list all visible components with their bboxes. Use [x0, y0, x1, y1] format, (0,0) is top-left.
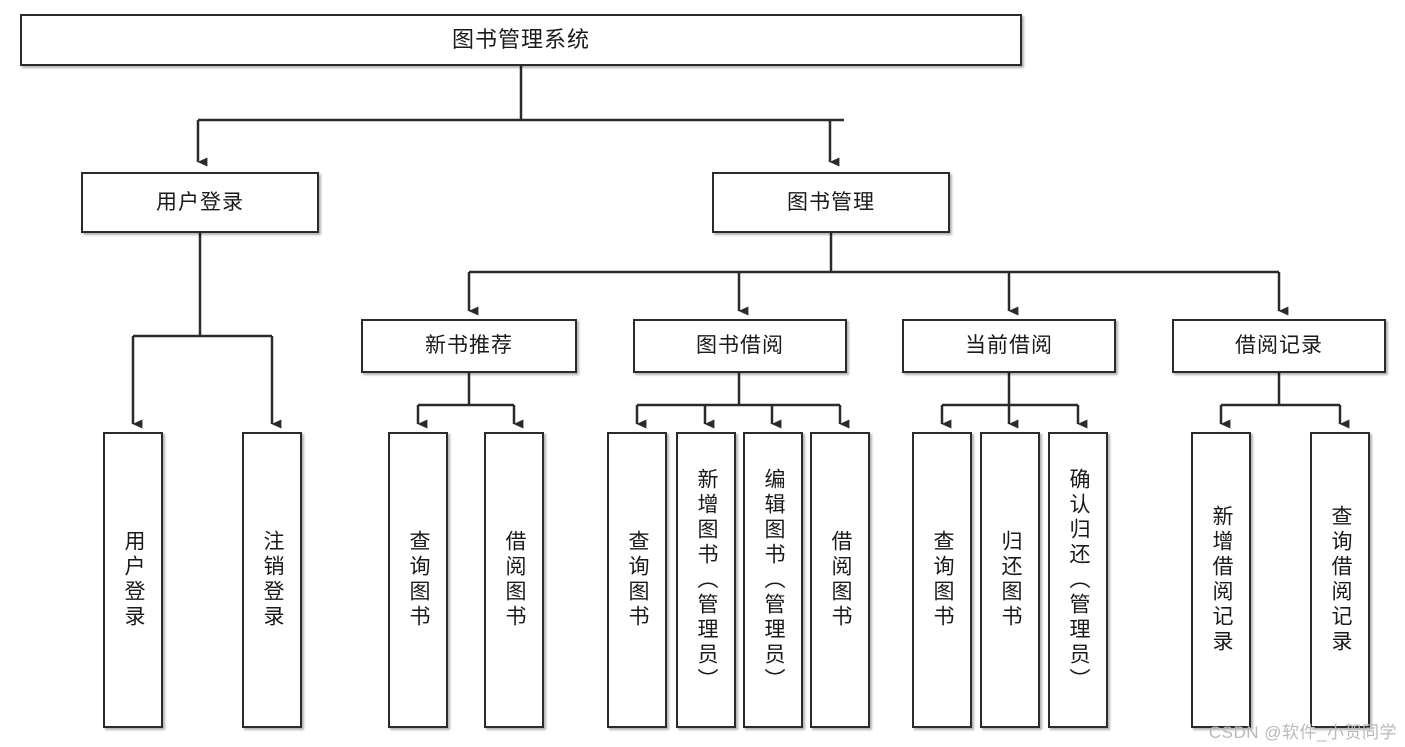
- edges-root-to-level1: [196, 66, 844, 167]
- node-label: 用户登录: [156, 190, 244, 214]
- node-label: 新书推荐: [425, 334, 513, 358]
- edges-bookborrow-to-leaves: [635, 373, 850, 429]
- leaf-node-user-login[interactable]: 用户登录: [103, 432, 163, 728]
- leaf-node-query-books-rec[interactable]: 查询图书: [388, 432, 448, 728]
- leaf-node-query-books-borrow[interactable]: 查询图书: [607, 432, 667, 728]
- node-label: 查询图书: [626, 530, 650, 630]
- node-label: 新增借阅记录: [1210, 505, 1234, 655]
- node-label: 当前借阅: [965, 334, 1053, 358]
- leaf-node-logout[interactable]: 注销登录: [242, 432, 302, 728]
- node-label: 图书借阅: [696, 334, 784, 358]
- node-label: 借阅图书: [503, 530, 527, 630]
- node-label: 确认归还（管理员）: [1067, 467, 1091, 693]
- node-label: 编辑图书（管理员）: [762, 467, 786, 693]
- node-label: 借阅图书: [829, 530, 853, 630]
- leaf-node-add-borrow-record[interactable]: 新增借阅记录: [1191, 432, 1251, 728]
- node-label: 新增图书（管理员）: [695, 467, 719, 693]
- node-label: 查询图书: [931, 530, 955, 630]
- node-label: 图书管理: [787, 190, 875, 214]
- edges-borrowrecord-to-leaves: [1219, 373, 1350, 429]
- watermark-text: CSDN @软件_小贺同学: [1208, 723, 1397, 742]
- node-root-book-management-system[interactable]: 图书管理系统: [20, 14, 1022, 66]
- edges-newbook-to-leaves: [416, 373, 524, 429]
- node-borrowing-records[interactable]: 借阅记录: [1172, 319, 1386, 373]
- node-book-borrowing[interactable]: 图书借阅: [633, 319, 847, 373]
- edges-userlogin-to-leaves: [131, 233, 282, 429]
- node-label: 图书管理系统: [451, 26, 590, 52]
- node-label: 查询借阅记录: [1329, 505, 1353, 655]
- leaf-node-query-borrow-record[interactable]: 查询借阅记录: [1310, 432, 1370, 728]
- node-label: 归还图书: [999, 530, 1023, 630]
- node-user-login[interactable]: 用户登录: [81, 172, 319, 233]
- leaf-node-borrow-books[interactable]: 借阅图书: [810, 432, 870, 728]
- leaf-node-return-books[interactable]: 归还图书: [980, 432, 1040, 728]
- node-new-book-recommendation[interactable]: 新书推荐: [361, 319, 577, 373]
- leaf-node-add-book-admin[interactable]: 新增图书（管理员）: [676, 432, 736, 728]
- node-current-borrowing[interactable]: 当前借阅: [902, 319, 1116, 373]
- node-label: 借阅记录: [1235, 334, 1323, 358]
- node-label: 用户登录: [122, 530, 146, 630]
- edges-bookmanage-to-level2: [467, 233, 1289, 316]
- leaf-node-edit-book-admin[interactable]: 编辑图书（管理员）: [743, 432, 803, 728]
- node-label: 注销登录: [261, 530, 285, 630]
- node-label: 查询图书: [407, 530, 431, 630]
- edges-currentborrow-to-leaves: [940, 373, 1088, 429]
- leaf-node-borrow-books-rec[interactable]: 借阅图书: [484, 432, 544, 728]
- node-book-management[interactable]: 图书管理: [712, 172, 950, 233]
- leaf-node-query-books-current[interactable]: 查询图书: [912, 432, 972, 728]
- leaf-node-confirm-return-admin[interactable]: 确认归还（管理员）: [1048, 432, 1108, 728]
